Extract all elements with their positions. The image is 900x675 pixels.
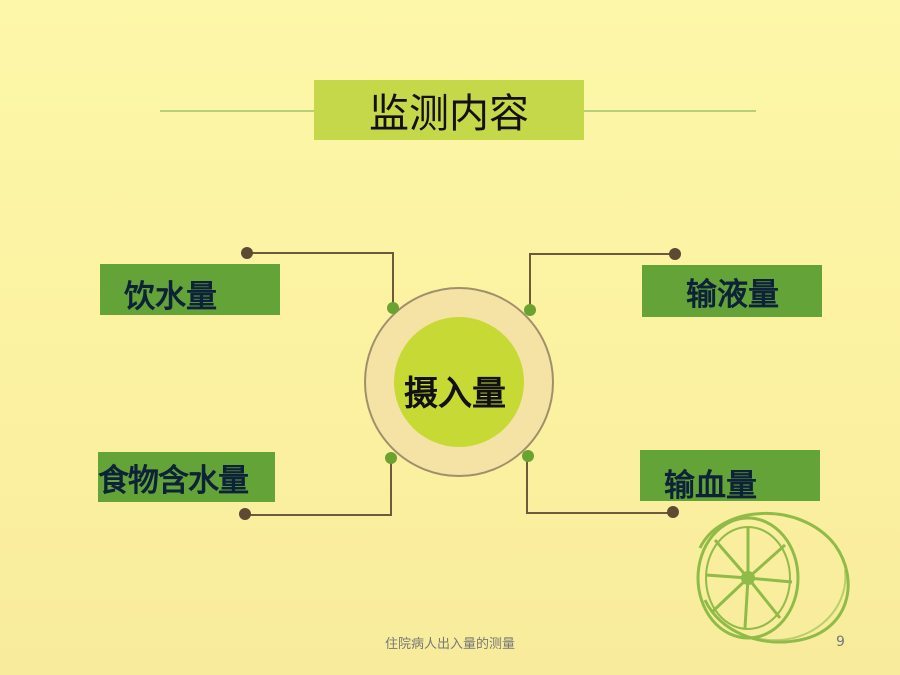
connector-bottom-right <box>526 456 673 514</box>
node-top-right <box>524 304 536 316</box>
node-bottom-left <box>385 452 397 464</box>
lemon-slice-icon <box>696 512 850 644</box>
end-dot-top-right <box>669 248 681 260</box>
end-dot-bottom-left <box>239 508 251 520</box>
connector-top-right <box>529 253 675 310</box>
node-bottom-right <box>522 450 534 462</box>
node-top-left <box>387 302 399 314</box>
center-label: 摄入量 <box>404 373 506 414</box>
connector-top-left <box>247 252 394 308</box>
footer-text: 住院病人出入量的测量 <box>384 637 515 652</box>
page-number: 9 <box>836 634 845 650</box>
label-transfusion: 输血量 <box>640 450 820 504</box>
title-line-left <box>160 110 314 112</box>
connector-bottom-left <box>245 458 392 516</box>
title-line-right <box>584 110 756 112</box>
end-dot-top-left <box>241 247 253 259</box>
label-infusion: 输液量 <box>642 265 822 317</box>
label-water-intake: 饮水量 <box>100 264 280 315</box>
end-dot-bottom-right <box>667 506 679 518</box>
page-title: 监测内容 <box>314 80 584 140</box>
center-disc <box>394 317 524 447</box>
label-food-water: 食物含水量 <box>98 452 275 502</box>
